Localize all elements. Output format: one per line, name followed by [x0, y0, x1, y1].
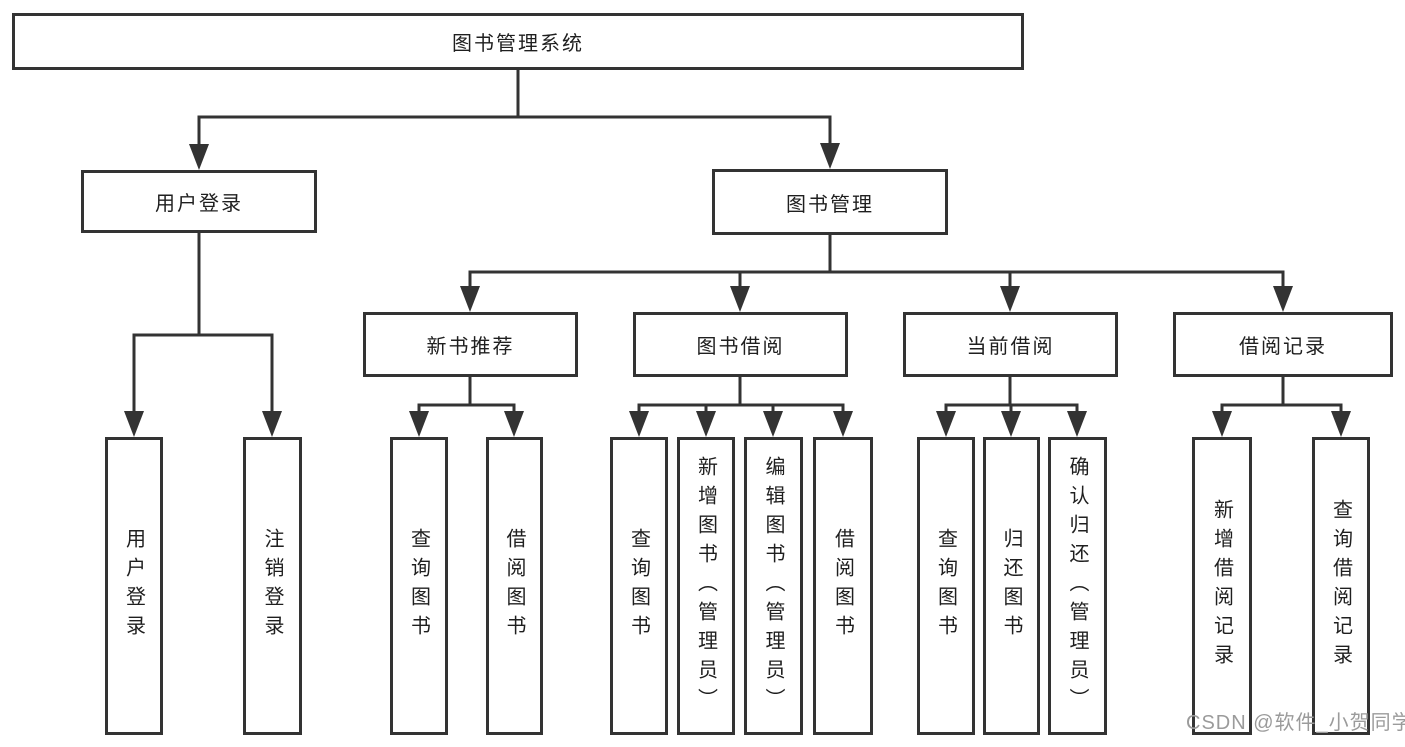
arrow-down-icon	[833, 411, 853, 437]
edge-records-to-leaves	[1220, 377, 1343, 415]
edge-bookmgmt-to-level3	[468, 235, 1285, 290]
arrow-down-icon	[409, 411, 429, 437]
arrow-down-icon	[1000, 286, 1020, 312]
arrow-down-icon	[189, 144, 209, 170]
node-current-borrow: 当前借阅	[903, 312, 1118, 377]
arrow-down-icon	[1067, 411, 1087, 437]
edge-root-to-level2	[197, 70, 832, 148]
leaf-add-borrow-record: 新增借阅记录	[1192, 437, 1252, 735]
leaf-user-login: 用户登录	[105, 437, 163, 735]
leaf-borrow-books: 借阅图书	[486, 437, 543, 735]
arrow-down-icon	[730, 286, 750, 312]
node-book-borrowing: 图书借阅	[633, 312, 848, 377]
edge-userlogin-to-leaves	[132, 233, 274, 415]
arrow-down-icon	[1331, 411, 1351, 437]
arrow-down-icon	[1001, 411, 1021, 437]
leaf-query-books: 查询图书	[390, 437, 448, 735]
csdn-watermark: CSDN @软件_小贺同学	[1186, 712, 1405, 734]
arrow-down-icon	[1273, 286, 1293, 312]
node-root-system: 图书管理系统	[12, 13, 1024, 70]
node-book-management: 图书管理	[712, 169, 948, 235]
leaf-confirm-return-admin: 确认归还（管理员）	[1048, 437, 1107, 735]
arrowheads	[124, 143, 1351, 437]
leaf-query-books: 查询图书	[610, 437, 668, 735]
arrow-down-icon	[124, 411, 144, 437]
arrow-down-icon	[262, 411, 282, 437]
edge-newbook-to-leaves	[417, 377, 516, 415]
node-new-book-recommend: 新书推荐	[363, 312, 578, 377]
arrow-down-icon	[820, 143, 840, 169]
leaf-logout: 注销登录	[243, 437, 302, 735]
edge-current-to-leaves	[944, 377, 1079, 415]
arrow-down-icon	[696, 411, 716, 437]
arrow-down-icon	[763, 411, 783, 437]
arrow-down-icon	[936, 411, 956, 437]
node-borrow-records: 借阅记录	[1173, 312, 1393, 377]
leaf-query-borrow-record: 查询借阅记录	[1312, 437, 1370, 735]
leaf-query-books: 查询图书	[917, 437, 975, 735]
leaf-return-books: 归还图书	[983, 437, 1040, 735]
arrow-down-icon	[504, 411, 524, 437]
leaf-edit-books-admin: 编辑图书（管理员）	[744, 437, 803, 735]
arrow-down-icon	[629, 411, 649, 437]
edge-borrowing-to-leaves	[637, 377, 845, 415]
leaf-add-books-admin: 新增图书（管理员）	[677, 437, 735, 735]
arrow-down-icon	[460, 286, 480, 312]
arrow-down-icon	[1212, 411, 1232, 437]
leaf-borrow-books: 借阅图书	[813, 437, 873, 735]
node-user-login: 用户登录	[81, 170, 317, 233]
